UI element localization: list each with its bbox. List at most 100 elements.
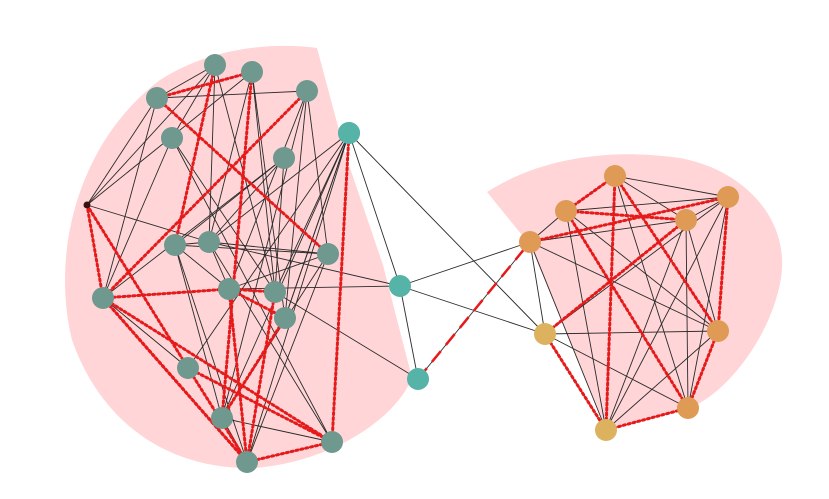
node-gray: [274, 307, 296, 329]
edge: [399, 241, 531, 287]
edge: [685, 219, 719, 332]
node-gray: [296, 80, 318, 102]
edge: [208, 71, 253, 243]
edge: [685, 219, 689, 409]
edge: [86, 97, 158, 206]
edge: [174, 157, 285, 246]
edge: [274, 291, 419, 380]
edge: [399, 285, 419, 380]
node-gray: [241, 61, 263, 83]
edge: [221, 417, 333, 443]
highlighted-edge: [245, 290, 277, 464]
edge: [187, 132, 350, 369]
highlighted-edge: [564, 209, 690, 410]
edge: [348, 132, 401, 287]
edge: [221, 132, 350, 419]
edge: [274, 132, 350, 293]
node-gray: [218, 278, 240, 300]
edge: [565, 210, 607, 431]
edge: [174, 244, 223, 419]
highlighted-edge: [686, 329, 720, 410]
highlighted-edge: [716, 195, 730, 333]
node-gray: [317, 243, 339, 265]
highlighted-edge: [613, 174, 720, 333]
highlighted-edge: [85, 203, 105, 300]
edge: [687, 196, 729, 409]
edge: [102, 297, 189, 369]
edge: [529, 219, 687, 243]
edge: [228, 253, 329, 290]
edge: [174, 244, 248, 463]
edge: [156, 64, 216, 99]
edge: [208, 241, 401, 287]
highlight-edges-layer: [85, 63, 730, 464]
edge: [228, 285, 401, 290]
highlighted-edge: [220, 316, 287, 420]
edge: [102, 137, 173, 299]
edge: [174, 244, 230, 290]
node-gray: [204, 54, 226, 76]
highlighted-edge: [604, 406, 690, 432]
highlighted-edge: [220, 70, 254, 420]
edge: [605, 330, 719, 431]
edge: [208, 64, 216, 243]
highlighted-edge: [604, 174, 617, 432]
edge: [86, 204, 210, 243]
edge: [614, 175, 687, 221]
node-gray: [177, 357, 199, 379]
edge: [565, 196, 729, 212]
edge: [208, 132, 350, 243]
edge: [605, 196, 729, 431]
node-gray: [164, 234, 186, 256]
highlighted-edge: [173, 63, 217, 247]
edge: [246, 253, 329, 463]
node-orange: [677, 397, 699, 419]
edge: [274, 157, 285, 293]
node-gray: [236, 451, 258, 473]
edge: [251, 71, 276, 293]
node-gray: [198, 231, 220, 253]
edge: [544, 196, 729, 335]
node-orange: [555, 200, 577, 222]
node-teal: [389, 275, 411, 297]
highlighted-edge: [186, 366, 334, 444]
nodes-layer: [83, 54, 739, 473]
highlighted-edge: [155, 70, 254, 100]
edge: [251, 71, 286, 319]
edge: [565, 210, 719, 332]
node-gold: [534, 323, 556, 345]
edge: [348, 132, 546, 335]
edge: [614, 175, 729, 198]
node-gray: [161, 127, 183, 149]
highlighted-edge: [101, 296, 334, 444]
edge: [228, 90, 308, 290]
highlighted-edge: [543, 332, 608, 432]
node-orange: [604, 165, 626, 187]
bridge-dashed-edge: [417, 241, 531, 380]
edge: [171, 64, 216, 139]
edge: [102, 157, 285, 299]
node-gray: [211, 407, 233, 429]
node-gray: [146, 87, 168, 109]
highlighted-edge: [564, 209, 688, 222]
node-orange: [707, 320, 729, 342]
edge: [544, 330, 719, 335]
highlighted-edge: [101, 287, 231, 300]
highlighted-edge: [330, 131, 351, 444]
highlighted-edge: [101, 89, 309, 300]
node-teal: [338, 122, 360, 144]
highlighted-edge: [101, 296, 249, 464]
edge: [399, 285, 546, 335]
node-orange: [519, 231, 541, 253]
edge: [544, 333, 689, 409]
node-orange: [717, 186, 739, 208]
node-gray: [273, 147, 295, 169]
node-orange: [675, 209, 697, 231]
node-gray: [264, 281, 286, 303]
edge: [156, 90, 308, 99]
edge: [208, 157, 285, 243]
highlighted-edge: [245, 440, 334, 464]
edge: [529, 241, 546, 335]
highlighted-edge: [227, 287, 249, 464]
